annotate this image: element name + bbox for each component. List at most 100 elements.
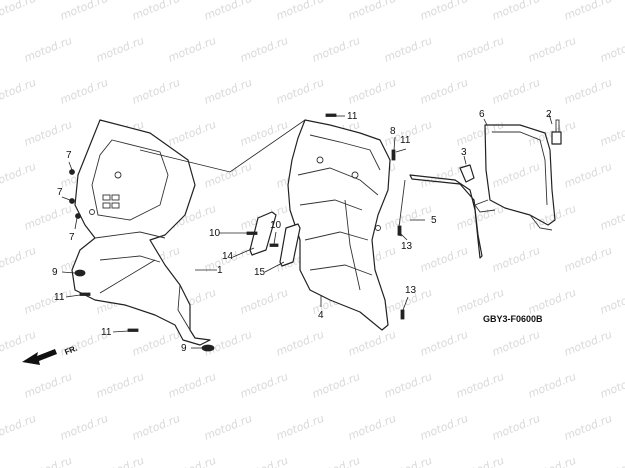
callout-7c: 7 [69,232,75,243]
watermark-text: motod.ru [382,34,434,65]
clip-3 [459,164,475,183]
callout-9b: 9 [181,343,187,354]
watermark-text: motod.ru [490,328,542,359]
callout-6: 6 [479,109,485,120]
watermark-text: motod.ru [526,34,578,65]
watermark-text: motod.ru [382,202,434,233]
watermark-text: motod.ru [274,412,326,443]
front-label: FR. [63,344,78,357]
watermark-text: motod.ru [562,328,614,359]
watermark-text: motod.ru [202,0,254,23]
watermark-text: motod.ru [310,370,362,401]
callout-13a: 13 [401,241,413,252]
frame-bracket [474,124,556,231]
watermark-text: motod.ru [166,370,218,401]
watermark-text: motod.ru [22,118,74,149]
watermark-text: motod.ru [22,370,74,401]
callout-labels: 1 2 3 4 5 6 7 7 7 8 9 9 10 10 11 11 11 1… [52,109,552,354]
watermark-text: motod.ru [130,76,182,107]
watermark-text: motod.ru [562,76,614,107]
callout-7a: 7 [66,150,72,161]
watermark-text: motod.ru [166,118,218,149]
callout-11a: 11 [347,111,358,122]
watermark-text: motod.ru [166,454,218,468]
watermark-text: motod.ru [238,454,290,468]
watermark-text: motod.ru [202,328,254,359]
watermark-text: motod.ru [454,286,506,317]
watermark-text: motod.ru [0,244,38,275]
watermark-text: motod.ru [562,244,614,275]
leader-lines [61,113,553,349]
watermark-text: motod.ru [22,454,74,468]
watermark-text: motod.ru [0,0,38,23]
callout-9a: 9 [52,267,58,278]
callout-10a: 10 [209,228,221,239]
watermark-text: motod.ru [382,370,434,401]
watermark-text: motod.ru [274,76,326,107]
watermark-text: motod.ru [598,202,625,233]
watermark-text: motod.ru [202,412,254,443]
watermark-text: motod.ru [130,412,182,443]
watermark-text: motod.ru [130,0,182,23]
watermark-text: motod.ru [22,34,74,65]
callout-8: 8 [390,126,396,137]
watermark-text: motod.ru [346,328,398,359]
callout-2: 2 [546,109,552,120]
watermark-text: motod.ru [454,34,506,65]
watermark-text: motod.ru [598,118,625,149]
bracket-15 [279,223,301,267]
watermark-text: motod.ru [562,412,614,443]
watermark-text: motod.ru [0,160,38,191]
callout-1: 1 [217,265,223,276]
watermark-text: motod.ru [418,0,470,23]
callout-5: 5 [431,215,437,226]
callout-13b: 13 [405,285,417,296]
callout-7b: 7 [57,187,63,198]
watermark-text: motod.ru [454,118,506,149]
watermark-text: motod.ru [310,454,362,468]
front-inner-cover [71,119,211,346]
watermark-text: motod.ru [202,76,254,107]
watermark-text: motod.ru [490,0,542,23]
callout-11c: 11 [101,327,112,338]
watermark-text: motod.ru [130,328,182,359]
watermark-text: motod.ru [238,370,290,401]
watermark-text: motod.ru [454,370,506,401]
watermark-text: motod.ru [454,202,506,233]
diagram-code: GBY3-F0600B [483,314,543,324]
watermark-text: motod.ru [0,76,38,107]
watermark-text: motod.ru [166,34,218,65]
rear-inner-panel [287,119,391,331]
watermark-text: motod.ru [490,76,542,107]
watermark-text: motod.ru [490,244,542,275]
callout-15: 15 [254,267,266,278]
fasteners [69,113,405,352]
watermark-text: motod.ru [526,286,578,317]
watermark-text: motod.ru [598,370,625,401]
watermark-text: motod.ru [0,412,38,443]
watermark-text: motod.ru [22,202,74,233]
callout-11b: 11 [54,292,65,303]
watermark-text: motod.ru [526,454,578,468]
watermark-text: motod.ru [58,76,110,107]
watermark-text: motod.ru [490,160,542,191]
watermark-text: motod.ru [418,244,470,275]
watermark-text: motod.ru [346,76,398,107]
watermark-text: motod.ru [562,160,614,191]
watermark-text: motod.ru [526,370,578,401]
watermark-text: motod.ru [0,328,38,359]
watermark-text: motod.ru [238,286,290,317]
watermark-text: motod.ru [562,0,614,23]
watermark-text: motod.ru [274,0,326,23]
watermark-text: motod.ru [94,370,146,401]
watermark-text: motod.ru [22,286,74,317]
front-arrow: FR. [22,344,79,365]
watermark-text: motod.ru [238,118,290,149]
watermark-text: motod.ru [94,454,146,468]
watermark-text: motod.ru [202,160,254,191]
callout-11d: 11 [400,135,411,146]
watermark-text: motod.ru [310,34,362,65]
callout-10b: 10 [270,220,282,231]
watermark-text: motod.ru [418,412,470,443]
callout-14: 14 [222,251,234,262]
